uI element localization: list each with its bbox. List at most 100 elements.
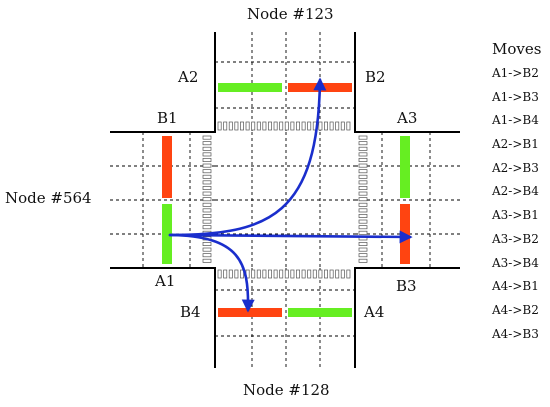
crosswalk-stripe <box>202 247 212 252</box>
crosswalk-stripe <box>318 121 323 131</box>
crosswalk-stripe <box>228 269 233 279</box>
move-item: A2->B1 <box>492 137 539 152</box>
crosswalk-stripe <box>301 269 306 279</box>
crosswalk-stripe <box>223 269 228 279</box>
signal-a2-green <box>218 83 282 92</box>
crosswalk-stripe <box>202 163 212 168</box>
move-item: A4->B3 <box>492 326 539 341</box>
crosswalk-stripe <box>202 191 212 196</box>
crosswalk-stripe <box>358 219 368 224</box>
crosswalk-stripe <box>234 269 239 279</box>
signal-b3-red <box>400 204 410 264</box>
arrow-a1-b2 <box>168 77 327 237</box>
crosswalk-stripe <box>217 269 222 279</box>
crosswalk-stripe <box>202 135 212 140</box>
crosswalk-stripe <box>202 258 212 263</box>
move-item: A3->B4 <box>492 255 539 270</box>
move-item: A2->B3 <box>492 160 539 175</box>
crosswalk-stripe <box>358 146 368 151</box>
crosswalk-stripe <box>346 269 351 279</box>
approach-label-a2: A2 <box>178 68 199 86</box>
crosswalk-stripe <box>358 174 368 179</box>
crosswalk-stripe <box>301 121 306 131</box>
approach-label-b4: B4 <box>180 303 201 321</box>
crosswalk-stripe <box>245 121 250 131</box>
crosswalk-stripe <box>358 242 368 246</box>
crosswalk-stripe <box>202 158 212 162</box>
moves-title: Moves <box>492 40 542 58</box>
move-item: A1->B3 <box>492 89 539 104</box>
approach-label-b3: B3 <box>396 277 417 295</box>
arrow-a1-b3 <box>168 230 413 244</box>
crosswalk-stripe <box>202 169 212 174</box>
crosswalk-stripe <box>268 269 272 279</box>
lane-lines-south <box>215 268 355 368</box>
crosswalk-stripe <box>202 253 212 258</box>
crosswalk-stripe <box>340 269 345 279</box>
crosswalk-stripe <box>240 121 244 131</box>
signal-b4-red <box>218 308 282 317</box>
crosswalk-stripe <box>358 230 368 235</box>
crosswalk-stripe <box>296 121 300 131</box>
crosswalk-stripe <box>329 269 334 279</box>
crosswalk-stripe <box>202 219 212 224</box>
approach-label-a1: A1 <box>155 272 176 290</box>
crosswalk-stripe <box>273 121 278 131</box>
crosswalk-stripe <box>268 121 272 131</box>
crosswalk-stripe <box>202 141 212 146</box>
crosswalk-stripe <box>358 152 368 157</box>
move-item: A3->B2 <box>492 231 539 246</box>
crosswalk-stripe <box>358 214 368 218</box>
crosswalk-stripe <box>284 121 289 131</box>
crosswalk-stripe <box>346 121 351 131</box>
crosswalk-stripe <box>358 158 368 162</box>
crosswalk-stripe <box>240 269 244 279</box>
lane-lines-east <box>355 132 460 268</box>
lane-lines-north <box>215 32 355 132</box>
crosswalk-stripe <box>296 269 300 279</box>
crosswalk-stripe <box>202 152 212 157</box>
crosswalk-stripe <box>358 197 368 202</box>
lane-lines-west <box>110 132 215 268</box>
crosswalk-stripe <box>329 121 334 131</box>
crosswalk-stripe <box>251 121 256 131</box>
crosswalk-stripe <box>223 121 228 131</box>
approach-label-a4: A4 <box>364 303 385 321</box>
move-item: A1->B2 <box>492 66 539 80</box>
crosswalk-stripe <box>358 191 368 196</box>
crosswalk-stripe <box>307 121 312 131</box>
crosswalk-stripe <box>273 269 278 279</box>
crosswalk-stripe <box>202 225 212 230</box>
arrow-a1-b4 <box>168 233 255 313</box>
crosswalk-stripe <box>358 180 368 185</box>
crosswalk-stripe <box>262 121 267 131</box>
crosswalk-stripe <box>358 135 368 140</box>
crosswalk-stripe <box>256 121 261 131</box>
move-item: A4->B1 <box>492 279 539 294</box>
crosswalk-stripe <box>324 121 328 131</box>
crosswalk-stripe <box>202 186 212 190</box>
crosswalk-stripe <box>307 269 312 279</box>
crosswalk-stripe <box>312 269 317 279</box>
crosswalk-stripe <box>284 269 289 279</box>
crosswalk-stripe <box>358 163 368 168</box>
crosswalk-stripe <box>324 269 328 279</box>
crosswalk-stripe <box>358 141 368 146</box>
crosswalk-stripe <box>358 208 368 213</box>
crosswalk-stripe <box>290 121 295 131</box>
node-north-label: Node #123 <box>247 5 334 23</box>
move-item: A2->B4 <box>492 184 539 199</box>
crosswalk-stripe <box>202 146 212 151</box>
move-item: A1->B4 <box>492 113 539 128</box>
crosswalk-stripe <box>358 258 368 263</box>
crosswalk-stripe <box>202 214 212 218</box>
signal-b1-red <box>162 136 172 198</box>
crosswalk-stripe <box>202 202 212 207</box>
crosswalk-stripe <box>234 121 239 131</box>
crosswalk-stripe <box>358 186 368 190</box>
crosswalk-stripe <box>279 121 284 131</box>
crosswalk-stripe <box>358 202 368 207</box>
crosswalk-stripe <box>217 121 222 131</box>
